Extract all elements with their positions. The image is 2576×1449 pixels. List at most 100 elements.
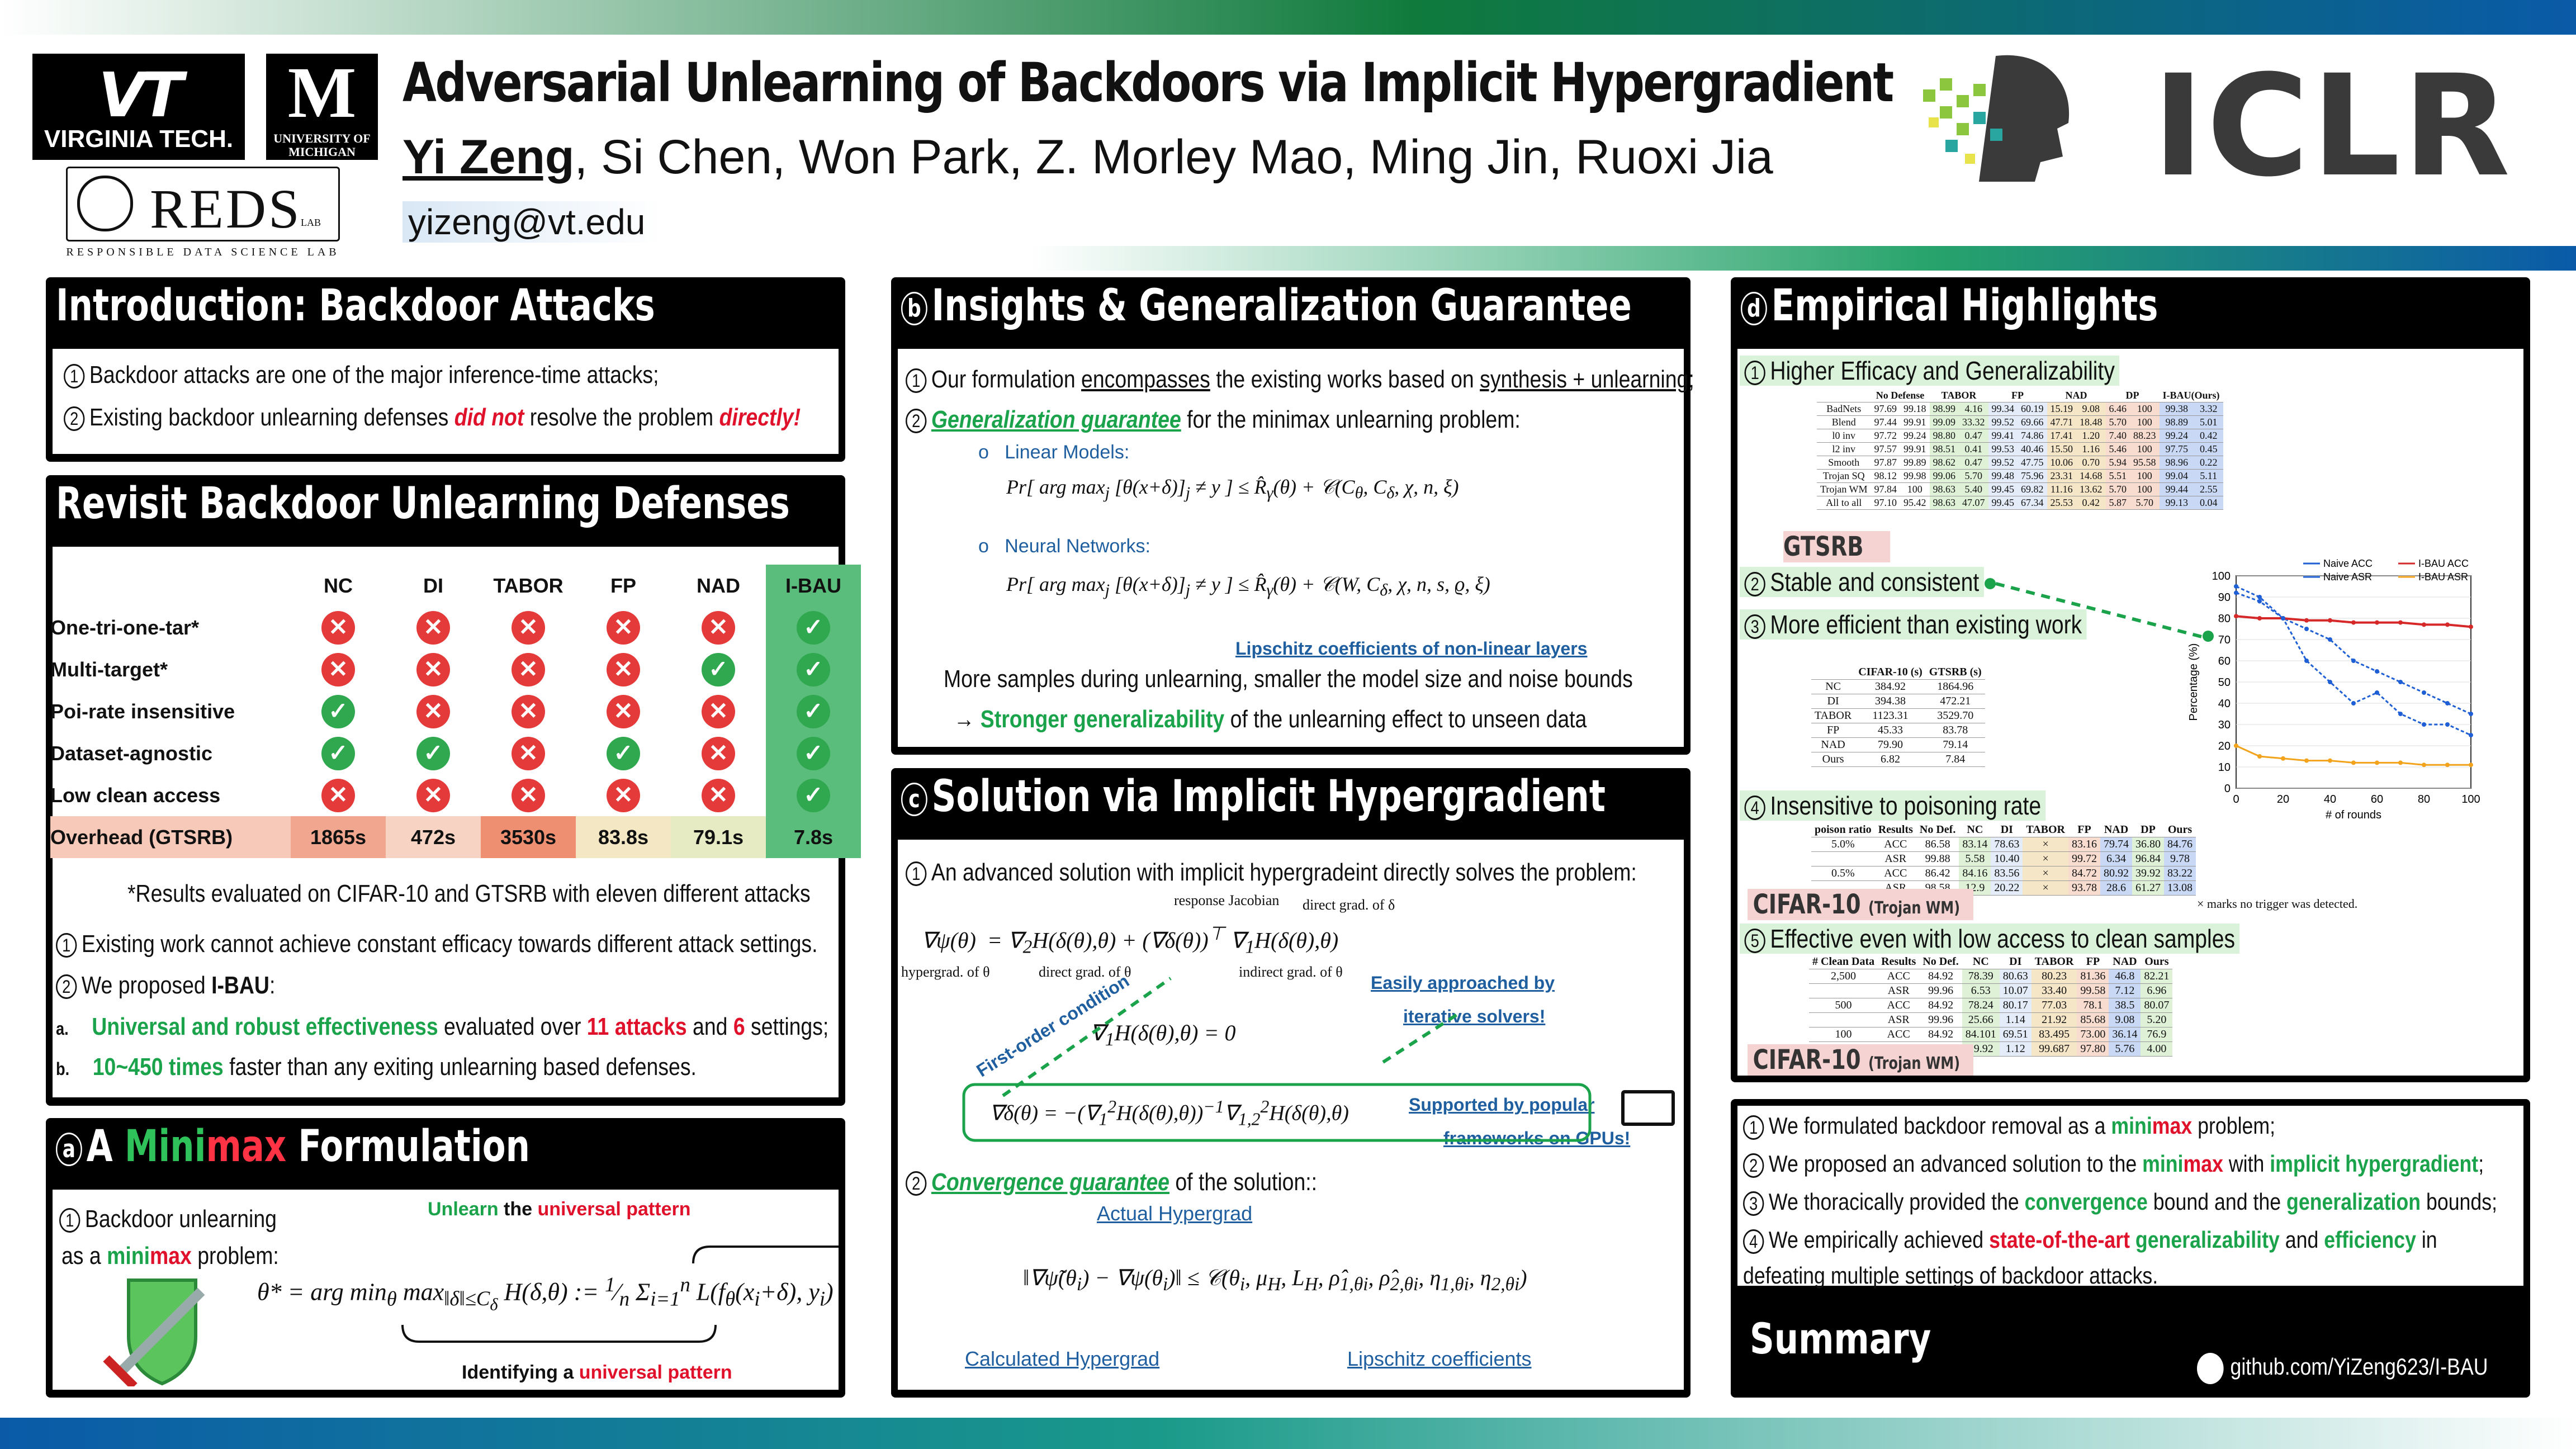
chart-y-tick: 40 [2218,698,2231,710]
chart-legend-label: I-BAU ASR [2418,571,2468,583]
efficacy-group-header: NAD [2047,389,2106,402]
convergence-formula: ‖∇ψ̃(θi) − ∇ψ(θi)‖ ≤ 𝒞(θi, μH, LH, ρ̂1,θ… [1023,1265,1527,1295]
poison-header-cell: NAD [2100,823,2132,837]
gpu-icon [1621,1090,1675,1126]
cross-icon: ✕ [607,694,640,728]
clean-data-cell [1809,1012,1878,1027]
efficacy-cell: 98.80 [1929,429,1959,443]
intro-item-2-a: Existing backdoor unlearning defenses [89,404,454,431]
direct-grad-theta-label: direct grad. of θ [1039,964,1131,980]
contact-email[interactable]: yizeng@vt.edu [402,201,662,243]
poison-header-cell: Results [1874,823,1916,837]
efficacy-cell: 0.04 [2194,496,2223,510]
implicit-formula: ∇δ(θ) = −(∇12H(δ(θ),θ))−1∇1,22H(δ(θ),θ) [989,1097,1349,1129]
efficacy-cell: 5.46 [2105,442,2130,456]
hypergradient-formula: ∇ψ(θ) = ∇2H(δ(θ),θ) + (∇δ(θ))⊤ ∇1H(δ(θ),… [921,924,1339,958]
efficacy-cell: 5.01 [2194,415,2223,429]
vt-mark: VT [98,59,183,131]
efficacy-cell: 69.82 [2018,482,2047,496]
clean-data-header-cell: # Clean Data [1809,955,1878,969]
efficacy-cell: 99.41 [1988,429,2018,443]
clean-data-header-cell: NAD [2109,955,2141,969]
poison-cell: 84.72 [2068,866,2100,881]
chart-y-tick: 30 [2218,719,2231,731]
efficacy-cell: 15.19 [2047,402,2077,416]
chart-point [2304,758,2309,763]
clean-data-cell: 80.23 [2031,969,2077,984]
clean-data-cell: 6.53 [1962,983,2000,998]
hypergrad-theta-label: hypergrad. of θ [901,964,990,980]
cross-icon: ✕ [512,694,545,728]
github-link[interactable]: github.com/YiZeng623/I-BAU [2197,1353,2488,1384]
cross-icon: ✕ [416,610,450,645]
comparison-cell: ✕ [576,690,671,732]
efficacy-cell: 5.40 [1959,482,1988,496]
vt-logo-text: VIRGINIA TECH. [44,125,234,153]
chart-point [2469,733,2473,737]
point-a-2: evaluated over [438,1013,587,1040]
chart-point [2234,584,2238,589]
efficacy-cell: 97.69 [1871,402,1901,416]
point-a-3: 11 attacks [586,1013,687,1040]
clean-data-cell: 38.5 [2109,998,2141,1013]
comparison-row: Poi-rate insensitive✓✕✕✕✕✓ [50,690,861,732]
efficacy-cell: 47.75 [2018,456,2047,470]
defense-comparison-table: NC DI TABOR FP NAD I-BAU One-tri-one-tar… [50,565,861,858]
efficiency-cell: 6.82 [1855,752,1926,767]
poison-cell: 99.72 [2068,851,2100,866]
comparison-corner [50,565,291,607]
efficacy-cell: 33.32 [1959,415,1988,429]
efficiency-cell: Ours [1811,752,1855,767]
overhead-nc: 1865s [291,816,386,858]
reds-lab-logo: REDS LAB RESPONSIBLE DATA SCIENCE LAB [66,167,340,261]
overhead-di: 472s [386,816,481,858]
comparison-row-label: Dataset-agnostic [50,741,213,765]
virginia-tech-logo: VT VIRGINIA TECH. [32,54,245,160]
cross-icon: ✕ [702,778,735,812]
efficacy-cell: 2.55 [2194,482,2223,496]
clean-data-cell: 33.40 [2031,983,2077,998]
insights-stronger: → Stronger generalizability of the unlea… [954,705,1587,733]
comparison-row: One-tri-one-tar*✕✕✕✕✕✓ [50,607,861,648]
chart-point [2398,680,2403,684]
michigan-m-mark: M [287,53,357,133]
clean-data-cell: 21.92 [2031,1012,2077,1027]
col-nad: NAD [697,574,740,597]
efficacy-cell: 99.13 [2159,496,2194,510]
stable-arrow [1985,578,2214,642]
poison-cell: 93.78 [2068,880,2100,896]
chart-point [2375,690,2379,695]
poison-header-cell: NC [1959,823,1991,837]
comparison-cell: ✕ [481,648,576,690]
neural-networks-label: o Neural Networks: [978,536,1150,557]
efficacy-cell: 99.24 [1900,429,1930,443]
cross-icon: ✕ [607,652,640,686]
chart-point [2445,622,2450,627]
poison-header-cell: DI [1991,823,2023,837]
efficacy-cell: l0 inv [1817,429,1871,443]
poison-cell: 5.0% [1811,837,1875,852]
col-ibau: I-BAU [766,565,861,607]
efficacy-cell: l2 inv [1817,442,1871,456]
poison-cell: 13.08 [2164,880,2196,896]
clean-data-cell: 73.00 [2077,1027,2109,1042]
reds-logo-text: REDS [150,178,302,240]
reds-logo-sub: RESPONSIBLE DATA SCIENCE LAB [66,246,340,258]
point-a-6: settings; [745,1013,829,1040]
chart-point [2375,620,2379,625]
efficacy-cell: Blend [1817,415,1871,429]
chart-x-tick: 40 [2324,793,2336,806]
minimax-text-2: as a minimax problem: [61,1242,279,1270]
comparison-cell: ✕ [671,690,766,732]
point-b-1: 10~450 times [92,1053,224,1081]
efficacy-cell: 100 [2130,402,2160,416]
chart-point [2445,701,2450,705]
clean-data-header-cell: FP [2077,955,2109,969]
check-icon: ✓ [321,736,355,770]
